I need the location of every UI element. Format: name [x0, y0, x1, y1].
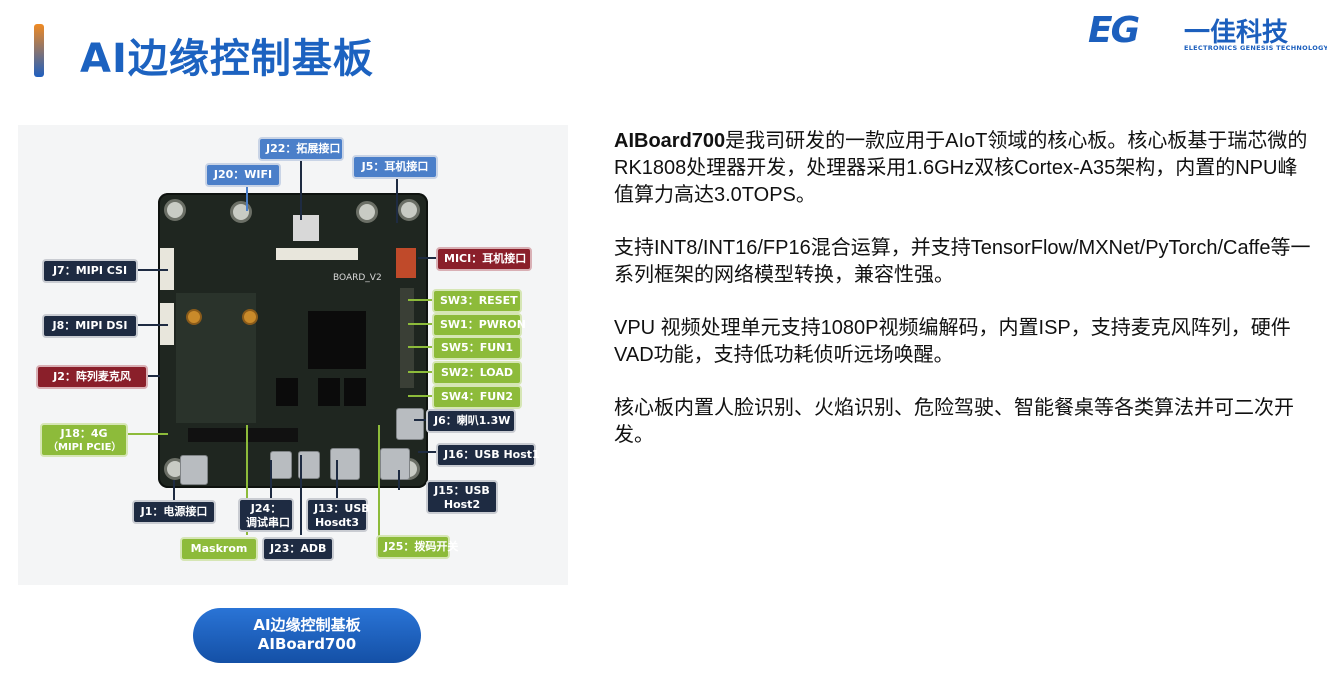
board-figure: BOARD_V2 J22：拓展接口 J20：WIFI J5：耳机接口 MICI：…: [18, 125, 568, 585]
leader-line: [138, 324, 168, 326]
label-j24-line2: 调试串口: [246, 516, 290, 529]
label-sw5: SW5：FUN1: [432, 336, 522, 360]
standoff: [242, 309, 258, 325]
leader-line: [414, 419, 426, 421]
description-p1-text: 是我司研发的一款应用于AIoT领域的核心板。核心板基于瑞芯微的RK1808处理器…: [614, 130, 1308, 206]
page-title: AI边缘控制基板: [80, 36, 374, 82]
logo-mark: EG: [1088, 10, 1140, 51]
label-j5: J5：耳机接口: [352, 155, 438, 179]
description-paragraph-3: VPU 视频处理单元支持1080P视频编解码，内置ISP，支持麦克风阵列，硬件V…: [614, 317, 1291, 366]
caption-line2: AIBoard700: [257, 635, 357, 653]
leader-line: [378, 425, 380, 543]
label-sw1: SW1：PWRON: [432, 313, 526, 337]
label-j22: J22：拓展接口: [258, 137, 344, 161]
memory-chip: [318, 378, 340, 406]
description-text: AIBoard700是我司研发的一款应用于AIoT领域的核心板。核心板基于瑞芯微…: [614, 128, 1314, 475]
leader-line: [300, 155, 302, 220]
leader-line: [408, 371, 432, 373]
label-j15: J15：USB Host2: [426, 480, 498, 514]
leader-line: [408, 346, 432, 348]
company-logo: EG 一佳科技 ELECTRONICS GENESIS TECHNOLOGY: [1088, 10, 1327, 52]
memory-chip: [344, 378, 366, 406]
wifi-module: [293, 215, 319, 241]
label-j15-line2: Host2: [443, 498, 481, 511]
leader-line: [398, 470, 400, 490]
leader-line: [408, 395, 432, 397]
leader-line: [173, 480, 175, 502]
leader-line: [246, 425, 248, 535]
label-j1: J1：电源接口: [132, 500, 216, 524]
label-sw3: SW3：RESET: [432, 289, 522, 313]
mount-hole: [398, 199, 420, 221]
usb-a-port: [380, 448, 410, 480]
soc-chip: [308, 311, 366, 369]
label-sw2: SW2：LOAD: [432, 361, 522, 385]
leader-line: [336, 460, 338, 500]
label-mici: MICI：耳机接口: [436, 247, 532, 271]
leader-line: [148, 375, 160, 377]
label-sw4: SW4：FUN2: [432, 385, 522, 409]
label-j15-line1: J15：USB: [434, 484, 490, 497]
expansion-connector: [276, 248, 358, 260]
power-jack: [180, 455, 208, 485]
mount-hole: [230, 201, 252, 223]
product-caption-badge: AI边缘控制基板 AIBoard700: [193, 608, 421, 663]
standoff: [186, 309, 202, 325]
leader-line: [408, 299, 432, 301]
leader-line: [418, 257, 436, 259]
leader-line: [300, 455, 302, 535]
leader-line: [138, 269, 168, 271]
label-maskrom: Maskrom: [180, 537, 258, 561]
label-j23: J23：ADB: [262, 537, 334, 561]
label-j24-line1: J24：: [250, 502, 282, 515]
mic-connector: [396, 248, 416, 278]
label-j6: J6：喇叭1.3W: [426, 409, 516, 433]
description-paragraph-4: 核心板内置人脸识别、火焰识别、危险驾驶、智能餐桌等各类算法并可二次开发。: [614, 397, 1294, 446]
leader-line: [408, 323, 432, 325]
label-j16: J16：USB Host1: [436, 443, 540, 467]
product-name: AIBoard700: [614, 130, 726, 152]
label-j13: J13：USB Hosdt3: [306, 498, 370, 532]
leader-line: [246, 183, 248, 211]
label-j2: J2：阵列麦克风: [36, 365, 148, 389]
label-j24: J24： 调试串口: [238, 498, 294, 532]
mount-hole: [356, 201, 378, 223]
label-j25: J25：拨码开关: [376, 535, 458, 559]
memory-chip: [276, 378, 298, 406]
board-silkscreen: BOARD_V2: [333, 273, 382, 283]
caption-line1: AI边缘控制基板: [253, 616, 361, 634]
mount-hole: [164, 199, 186, 221]
logo-chinese-name: 一佳科技: [1184, 18, 1289, 48]
usb-a-port: [396, 408, 424, 440]
pcb-board-image: BOARD_V2: [158, 193, 428, 488]
label-j18-line2: （MIPI PCIE）: [48, 442, 122, 453]
description-paragraph-1: AIBoard700是我司研发的一款应用于AIoT领域的核心板。核心板基于瑞芯微…: [614, 128, 1314, 209]
usb-c-port: [298, 451, 320, 479]
usb-c-port: [270, 451, 292, 479]
leader-line: [418, 451, 436, 453]
label-j8: J8：MIPI DSI: [42, 314, 138, 338]
button-column: [400, 288, 414, 388]
pcie-slot: [188, 428, 298, 442]
description-paragraph-2: 支持INT8/INT16/FP16混合运算，并支持TensorFlow/MXNe…: [614, 237, 1311, 286]
logo-english-name: ELECTRONICS GENESIS TECHNOLOGY: [1184, 44, 1327, 52]
label-j7: J7：MIPI CSI: [42, 259, 138, 283]
usb-a-port: [330, 448, 360, 480]
leader-line: [270, 460, 272, 500]
label-j13-line1: J13：USB: [314, 502, 370, 515]
label-j20: J20：WIFI: [205, 163, 281, 187]
label-j18-line1: J18：4G: [60, 427, 108, 440]
leader-line: [128, 433, 168, 435]
label-j18: J18：4G （MIPI PCIE）: [40, 423, 128, 457]
leader-line: [396, 173, 398, 223]
title-accent-bar: [34, 24, 44, 77]
label-j13-line2: Hosdt3: [314, 516, 360, 529]
